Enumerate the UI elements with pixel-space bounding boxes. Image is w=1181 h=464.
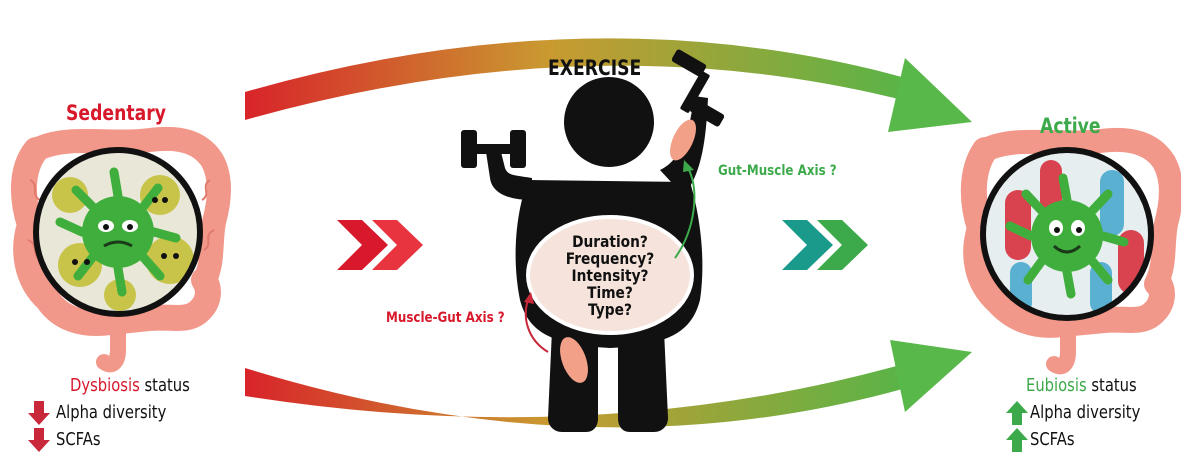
green-chevrons-icon — [782, 220, 868, 270]
sedentary-heading: Sedentary — [66, 103, 166, 124]
eubiosis-microbes-circle — [983, 150, 1151, 318]
question-time: Time? — [560, 283, 660, 300]
eubiosis-suffix: status — [1087, 375, 1137, 396]
bottom-flow-arrow — [245, 340, 972, 427]
right-alpha-diversity: Alpha diversity — [1030, 404, 1140, 422]
gut-muscle-axis-label: Gut-Muscle Axis ? — [718, 164, 837, 178]
question-frequency: Frequency? — [560, 249, 660, 266]
scfa-down-arrow-icon — [28, 428, 50, 452]
question-duration: Duration? — [560, 232, 660, 249]
dysbiosis-word: Dysbiosis — [70, 375, 140, 396]
exercise-title: EXERCISE — [548, 58, 641, 79]
alpha-up-arrow-icon — [1006, 401, 1028, 425]
scfa-up-arrow-icon — [1006, 428, 1028, 452]
alpha-down-arrow-icon — [28, 401, 50, 425]
left-alpha-diversity: Alpha diversity — [56, 404, 166, 422]
active-heading: Active — [1040, 116, 1101, 137]
left-scfas: SCFAs — [56, 431, 101, 449]
exercise-questions-list: Duration? Frequency? Intensity? Time? Ty… — [552, 232, 668, 317]
dysbiosis-status-line: Dysbiosis status — [70, 377, 190, 395]
dysbiosis-suffix: status — [140, 375, 190, 396]
right-scfas: SCFAs — [1030, 431, 1075, 449]
question-type: Type? — [560, 300, 660, 317]
muscle-gut-axis-label: Muscle-Gut Axis ? — [386, 311, 505, 325]
question-intensity: Intensity? — [560, 266, 660, 283]
red-chevrons-icon — [337, 220, 423, 270]
eubiosis-status-line: Eubiosis status — [1026, 377, 1137, 395]
eubiosis-word: Eubiosis — [1026, 375, 1087, 396]
dysbiosis-microbes-circle — [36, 150, 200, 314]
